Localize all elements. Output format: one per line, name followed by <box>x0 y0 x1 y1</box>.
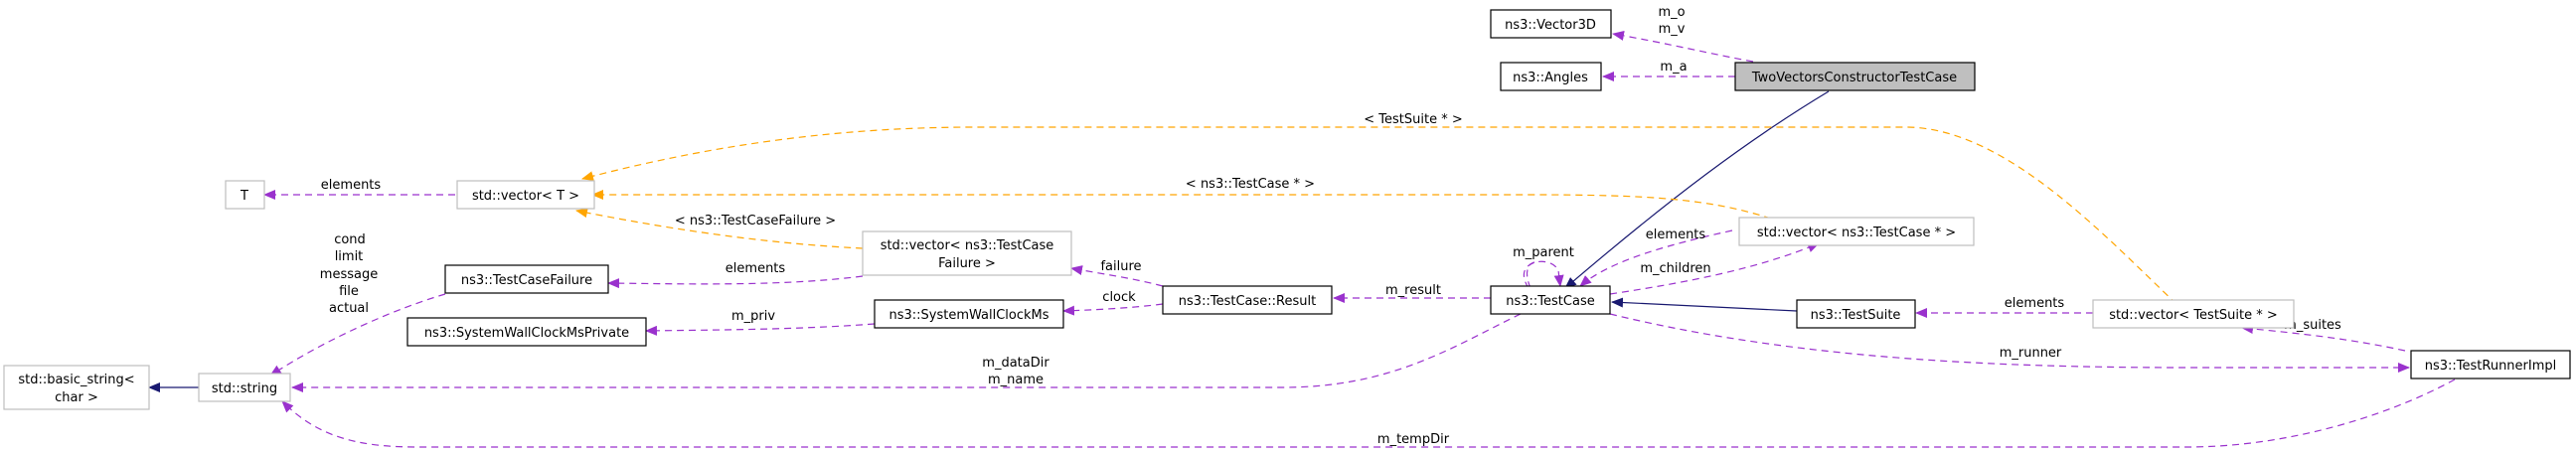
node-system-wall-clock-ms-private[interactable]: ns3::SystemWallClockMsPrivate <box>406 317 647 347</box>
edge-m-children <box>1609 242 1820 295</box>
node-test-suite[interactable]: ns3::TestSuite <box>1796 299 1916 329</box>
node-test-case-failure[interactable]: ns3::TestCaseFailure <box>444 264 609 294</box>
node-test-case-result[interactable]: ns3::TestCase::Result <box>1162 285 1333 315</box>
node-focus-two-vectors-constructor-test-case[interactable]: TwoVectorsConstructorTestCase <box>1734 62 1976 91</box>
label-clock: clock <box>1102 290 1136 305</box>
edge-clock <box>1062 303 1164 316</box>
node-label: std::vector< T > <box>472 189 579 204</box>
node-label: std::vector< ns3::TestCase <box>881 238 1054 253</box>
node-label: ns3::SystemWallClockMsPrivate <box>424 326 629 341</box>
label-m-result: m_result <box>1385 283 1441 298</box>
node-label: ns3::TestRunnerImpl <box>2425 359 2557 374</box>
node-label: char > <box>55 390 98 405</box>
node-label: ns3::TestCaseFailure <box>461 273 592 288</box>
edge-m-priv <box>645 323 876 336</box>
label-actual: actual <box>329 301 369 316</box>
label-message: message <box>320 267 378 282</box>
label-cond: cond <box>334 232 366 247</box>
edge-failure-fields <box>269 293 446 377</box>
label-file: file <box>339 284 359 299</box>
label-m-parent: m_parent <box>1513 245 1574 260</box>
edge-inherits-testsuite <box>1611 297 1798 312</box>
node-label: Failure > <box>938 256 996 271</box>
label-m-priv: m_priv <box>731 309 775 324</box>
edge-m-o-m-v <box>1612 30 1754 63</box>
edge-elements-testcase <box>1579 229 1733 287</box>
edge-failure <box>1070 265 1164 287</box>
node-label: std::string <box>212 381 277 396</box>
node-vector-test-case-failure[interactable]: std::vector< ns3::TestCase Failure > <box>862 230 1072 276</box>
label-failure: failure <box>1100 259 1141 274</box>
edge-m-datadir-name <box>291 313 1522 392</box>
node-label: ns3::TestCase::Result <box>1179 294 1316 309</box>
edge-m-parent-tail <box>1526 261 1535 289</box>
label-m-v: m_v <box>1659 22 1686 37</box>
label-m-a: m_a <box>1660 60 1687 75</box>
node-label: ns3::TestCase <box>1506 294 1594 309</box>
node-std-string[interactable]: std::string <box>198 373 291 402</box>
node-label: ns3::SystemWallClockMs <box>888 308 1048 323</box>
edge-m-tempdir <box>281 378 2456 448</box>
label-elements-testcase: elements <box>1646 227 1706 242</box>
label-m-children: m_children <box>1640 261 1710 276</box>
edge-m-suites <box>2241 324 2406 352</box>
edge-tpl-testsuite <box>581 126 2177 305</box>
label-elements-t: elements <box>321 178 382 193</box>
edge-elements-failure <box>607 275 864 289</box>
node-label: TwoVectorsConstructorTestCase <box>1751 71 1957 85</box>
node-test-case[interactable]: ns3::TestCase <box>1490 285 1611 315</box>
label-m-tempdir: m_tempDir <box>1377 432 1450 447</box>
edge-tpl-testcase <box>591 190 1772 220</box>
node-label: std::vector< TestSuite * > <box>2109 308 2278 323</box>
label-tpl-testcase: < ns3::TestCase * > <box>1186 177 1315 192</box>
label-m-name: m_name <box>988 373 1044 387</box>
label-tpl-testsuite: < TestSuite * > <box>1364 112 1462 127</box>
node-vector-t[interactable]: std::vector< T > <box>456 180 595 210</box>
node-angles[interactable]: ns3::Angles <box>1500 62 1602 91</box>
label-m-datadir: m_dataDir <box>982 356 1049 371</box>
node-vector-test-case[interactable]: std::vector< ns3::TestCase * > <box>1738 217 1975 246</box>
label-elements-failure: elements <box>725 261 786 276</box>
label-tpl-failure: < ns3::TestCaseFailure > <box>675 214 836 228</box>
node-label: std::vector< ns3::TestCase * > <box>1757 226 1956 240</box>
edge-m-runner <box>1609 313 2410 373</box>
label-elements-testsuite: elements <box>2005 296 2065 311</box>
label-m-suites: m_suites <box>2284 318 2341 333</box>
edge-inherits-testcase <box>1564 90 1830 289</box>
label-failure-fields: cond limit message file actual <box>320 232 378 316</box>
node-label: ns3::Vector3D <box>1505 18 1596 33</box>
node-test-runner-impl[interactable]: ns3::TestRunnerImpl <box>2410 350 2571 379</box>
node-label: ns3::Angles <box>1513 71 1588 85</box>
node-label: ns3::TestSuite <box>1811 308 1901 323</box>
node-basic-string[interactable]: std::basic_string< char > <box>3 365 150 410</box>
label-limit: limit <box>335 249 364 264</box>
node-vector3d[interactable]: ns3::Vector3D <box>1490 9 1612 39</box>
node-label: T <box>240 189 248 204</box>
edge-tpl-failure <box>575 208 864 249</box>
node-t[interactable]: T <box>225 180 265 210</box>
node-label: std::basic_string< <box>18 373 134 387</box>
node-system-wall-clock-ms[interactable]: ns3::SystemWallClockMs <box>874 299 1064 329</box>
label-m-o: m_o <box>1658 5 1685 20</box>
node-vector-test-suite[interactable]: std::vector< TestSuite * > <box>2092 299 2295 329</box>
label-m-runner: m_runner <box>2000 346 2062 361</box>
